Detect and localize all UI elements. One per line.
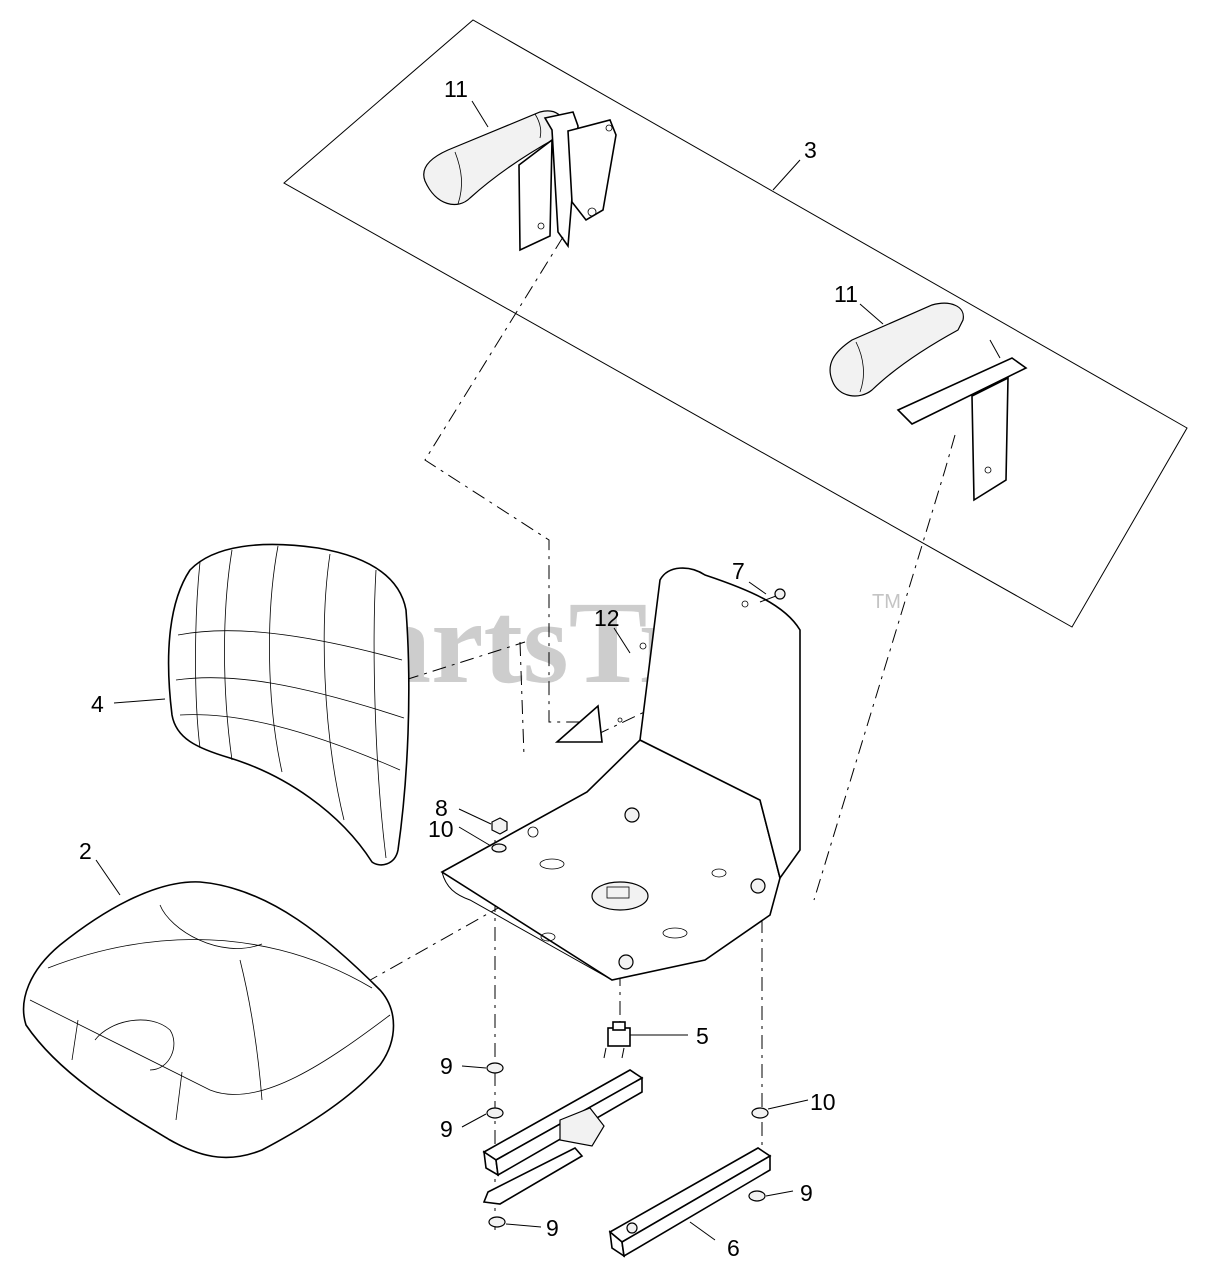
callout-11-top: 11 bbox=[444, 76, 468, 102]
callout-9-b: 9 bbox=[440, 1116, 453, 1142]
leader-11-top bbox=[471, 100, 489, 128]
leader-2 bbox=[95, 859, 121, 896]
callout-12: 12 bbox=[594, 605, 620, 631]
seat-slide-track-part bbox=[608, 1147, 772, 1258]
seat-back-cushion-part bbox=[167, 543, 410, 866]
washer-9-a bbox=[486, 1062, 504, 1074]
callout-10-lower: 10 bbox=[810, 1089, 836, 1115]
leader-10-upper bbox=[458, 826, 492, 847]
leader-7 bbox=[748, 581, 767, 595]
callout-2: 2 bbox=[79, 838, 92, 864]
leader-9-d bbox=[765, 1190, 794, 1197]
seat-switch-part bbox=[603, 1021, 631, 1059]
callout-9-c: 9 bbox=[546, 1215, 559, 1241]
leader-11-right bbox=[859, 303, 884, 325]
nut-part bbox=[491, 817, 508, 835]
leader-12 bbox=[613, 627, 631, 654]
armrest-kit-outline bbox=[283, 19, 1188, 628]
washer-upper-part bbox=[491, 843, 507, 853]
leader-3 bbox=[772, 159, 801, 191]
leader-9-a bbox=[461, 1065, 487, 1069]
callout-9-a: 9 bbox=[440, 1053, 453, 1079]
callout-4: 4 bbox=[91, 691, 104, 717]
callout-11-right: 11 bbox=[834, 281, 858, 307]
leader-10-lower bbox=[767, 1099, 809, 1110]
leader-6 bbox=[689, 1221, 716, 1241]
leader-9-b bbox=[461, 1113, 487, 1128]
callout-9-d: 9 bbox=[800, 1180, 813, 1206]
left-armrest-part bbox=[423, 110, 617, 252]
trademark-mark: TM bbox=[872, 591, 901, 613]
seat-bottom-cushion-part bbox=[22, 881, 395, 1159]
seat-pan-part bbox=[440, 567, 801, 981]
callout-10-upper: 10 bbox=[428, 816, 454, 842]
callout-3: 3 bbox=[804, 137, 817, 163]
leader-9-c bbox=[505, 1223, 542, 1228]
callout-6: 6 bbox=[727, 1235, 740, 1261]
washer-9-c bbox=[488, 1216, 506, 1228]
leader-8 bbox=[458, 808, 492, 825]
washer-9-b bbox=[486, 1107, 504, 1119]
callout-7: 7 bbox=[732, 558, 745, 584]
left-armrest-assembly-line bbox=[424, 236, 580, 723]
seat-slide-with-lever-part bbox=[482, 1069, 644, 1205]
backrest-assembly-line bbox=[404, 641, 526, 681]
callout-8: 8 bbox=[435, 795, 448, 821]
right-armrest-assembly-line bbox=[813, 434, 956, 901]
washer-9-d bbox=[748, 1190, 766, 1202]
washer-10-lower bbox=[751, 1107, 769, 1119]
callout-5: 5 bbox=[696, 1023, 709, 1049]
backrest-vertical-line bbox=[519, 641, 525, 757]
leader-4 bbox=[113, 698, 166, 704]
screw-part bbox=[759, 588, 786, 603]
right-armrest-part bbox=[829, 302, 1028, 502]
